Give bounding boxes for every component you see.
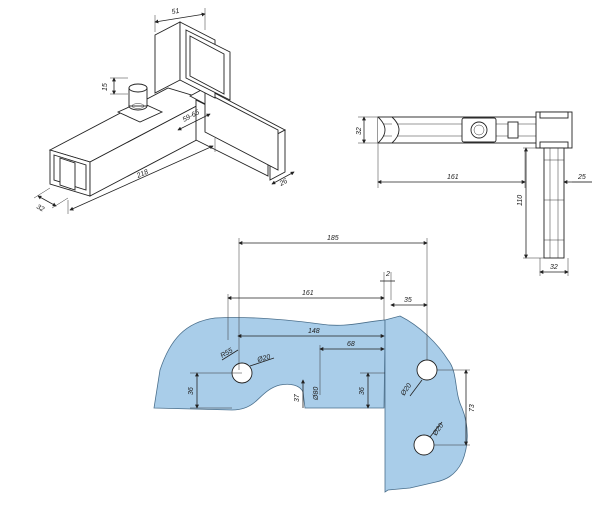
side-dim-161: 161 bbox=[447, 174, 459, 181]
plan-dim-73: 73 bbox=[469, 404, 476, 412]
iso-dim-51: 51 bbox=[171, 8, 180, 16]
plan-dim-35: 35 bbox=[404, 297, 412, 304]
side-dim-25: 25 bbox=[577, 174, 586, 181]
plan-dim-37: 37 bbox=[294, 393, 301, 402]
side-horizontal-body bbox=[377, 116, 539, 144]
iso-dim-218: 218 bbox=[135, 169, 150, 181]
plan-dim-36-right: 36 bbox=[359, 387, 366, 395]
plan-view: 185 2 161 35 148 68 R55 Ø bbox=[153, 235, 476, 493]
iso-dim-32: 32 bbox=[35, 204, 45, 214]
hole-lower bbox=[413, 434, 435, 456]
plan-dim-148: 148 bbox=[308, 328, 320, 335]
side-dim-32-width: 32 bbox=[550, 264, 558, 271]
iso-dim-26: 26 bbox=[278, 178, 289, 188]
plan-dim-d20-left: Ø20 bbox=[256, 354, 272, 364]
hole-upper bbox=[416, 359, 438, 381]
glass-horizontal-panel bbox=[153, 317, 386, 411]
plan-dim-36-left: 36 bbox=[188, 387, 195, 395]
iso-pivot-pin bbox=[116, 83, 164, 123]
plan-dim-2: 2 bbox=[385, 271, 390, 278]
iso-short-arm bbox=[189, 87, 286, 181]
glass-vertical-panel bbox=[384, 315, 468, 493]
iso-dim-15: 15 bbox=[102, 83, 109, 91]
plan-dim-68: 68 bbox=[347, 341, 355, 348]
plan-dim-161: 161 bbox=[302, 290, 314, 297]
side-dim-110: 110 bbox=[517, 195, 524, 206]
iso-dimensions: 51 15 59-65 218 32 26 bbox=[33, 8, 295, 214]
plan-holes bbox=[231, 359, 438, 456]
side-dimensions: 32 161 110 25 32 bbox=[356, 116, 592, 276]
side-view: 32 161 110 25 32 bbox=[356, 111, 592, 276]
side-dim-32-height: 32 bbox=[356, 127, 363, 135]
side-vertical-block bbox=[535, 111, 573, 259]
plan-dim-d80: Ø80 bbox=[313, 387, 320, 401]
iso-vertical-block bbox=[154, 21, 231, 101]
isometric-view: 51 15 59-65 218 32 26 bbox=[33, 8, 295, 214]
plan-dim-185: 185 bbox=[327, 235, 339, 242]
